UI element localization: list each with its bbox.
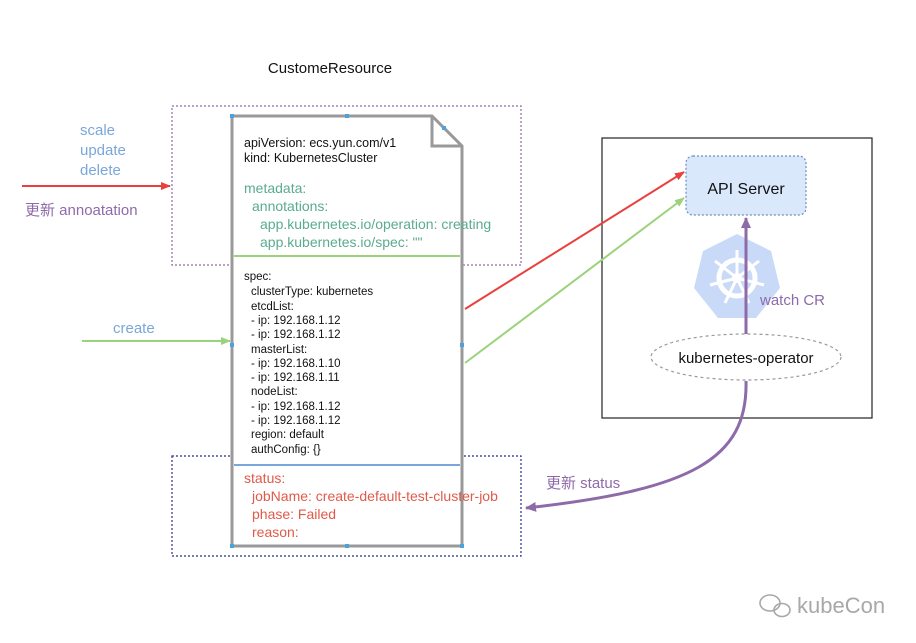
- op-delete: delete: [80, 162, 121, 179]
- status-update-label: 更新 status: [546, 475, 620, 492]
- doc-status-jobname: jobName: create-default-test-cluster-job: [251, 488, 498, 504]
- doc-annotation-spec: app.kubernetes.io/spec: "": [260, 234, 423, 250]
- op-scale: scale: [80, 122, 115, 139]
- create-to-apiserver-arrow: [464, 197, 685, 364]
- status-region-box: [171, 455, 522, 557]
- doc-spec-line: etcdList:: [251, 301, 294, 313]
- doc-annotation-operation: app.kubernetes.io/operation: creating: [260, 216, 491, 232]
- operator-node: [650, 333, 842, 381]
- doc-spec-key: spec:: [244, 271, 272, 283]
- doc-spec-line: - ip: 192.168.1.12: [251, 415, 341, 427]
- op-update: update: [80, 142, 126, 159]
- doc-metadata-key: metadata:: [244, 180, 306, 196]
- cr-document: [230, 114, 464, 548]
- watch-cr-label: watch CR: [759, 292, 825, 309]
- metadata-region-box: [171, 105, 522, 266]
- watermark-text: kubeCon: [797, 593, 885, 618]
- status-update-arrow: [525, 380, 748, 512]
- operator-label: kubernetes-operator: [678, 350, 813, 367]
- doc-annotations-key: annotations:: [252, 198, 328, 214]
- diagram-title: CustomeResource: [268, 60, 392, 77]
- doc-status-reason: reason:: [252, 524, 299, 540]
- doc-status-phase: phase: Failed: [252, 506, 336, 522]
- kubernetes-logo-icon: [694, 234, 780, 318]
- wechat-watermark: kubeCon: [759, 593, 885, 618]
- wechat-icon: [759, 594, 791, 618]
- doc-spec-line: clusterType: kubernetes: [251, 286, 373, 298]
- doc-spec-line: masterList:: [251, 344, 307, 356]
- create-label: create: [113, 320, 155, 337]
- api-server-label: API Server: [707, 181, 785, 198]
- doc-status-key: status:: [244, 470, 285, 486]
- api-server-box: [685, 155, 807, 216]
- doc-spec-line: - ip: 192.168.1.12: [251, 329, 341, 341]
- doc-spec-line: - ip: 192.168.1.10: [251, 358, 341, 370]
- doc-spec-line: - ip: 192.168.1.12: [251, 315, 341, 327]
- update-to-apiserver-arrow: [464, 171, 685, 310]
- doc-spec-line: authConfig: {}: [251, 444, 321, 456]
- annotation-update-label: 更新 annoatation: [25, 202, 138, 219]
- doc-kind: kind: KubernetesCluster: [244, 151, 377, 165]
- doc-spec-line: - ip: 192.168.1.12: [251, 401, 341, 413]
- doc-spec-line: region: default: [251, 429, 325, 441]
- doc-api-version: apiVersion: ecs.yun.com/v1: [244, 136, 396, 150]
- doc-spec-line: nodeList:: [251, 386, 298, 398]
- doc-spec-line: - ip: 192.168.1.11: [251, 372, 340, 384]
